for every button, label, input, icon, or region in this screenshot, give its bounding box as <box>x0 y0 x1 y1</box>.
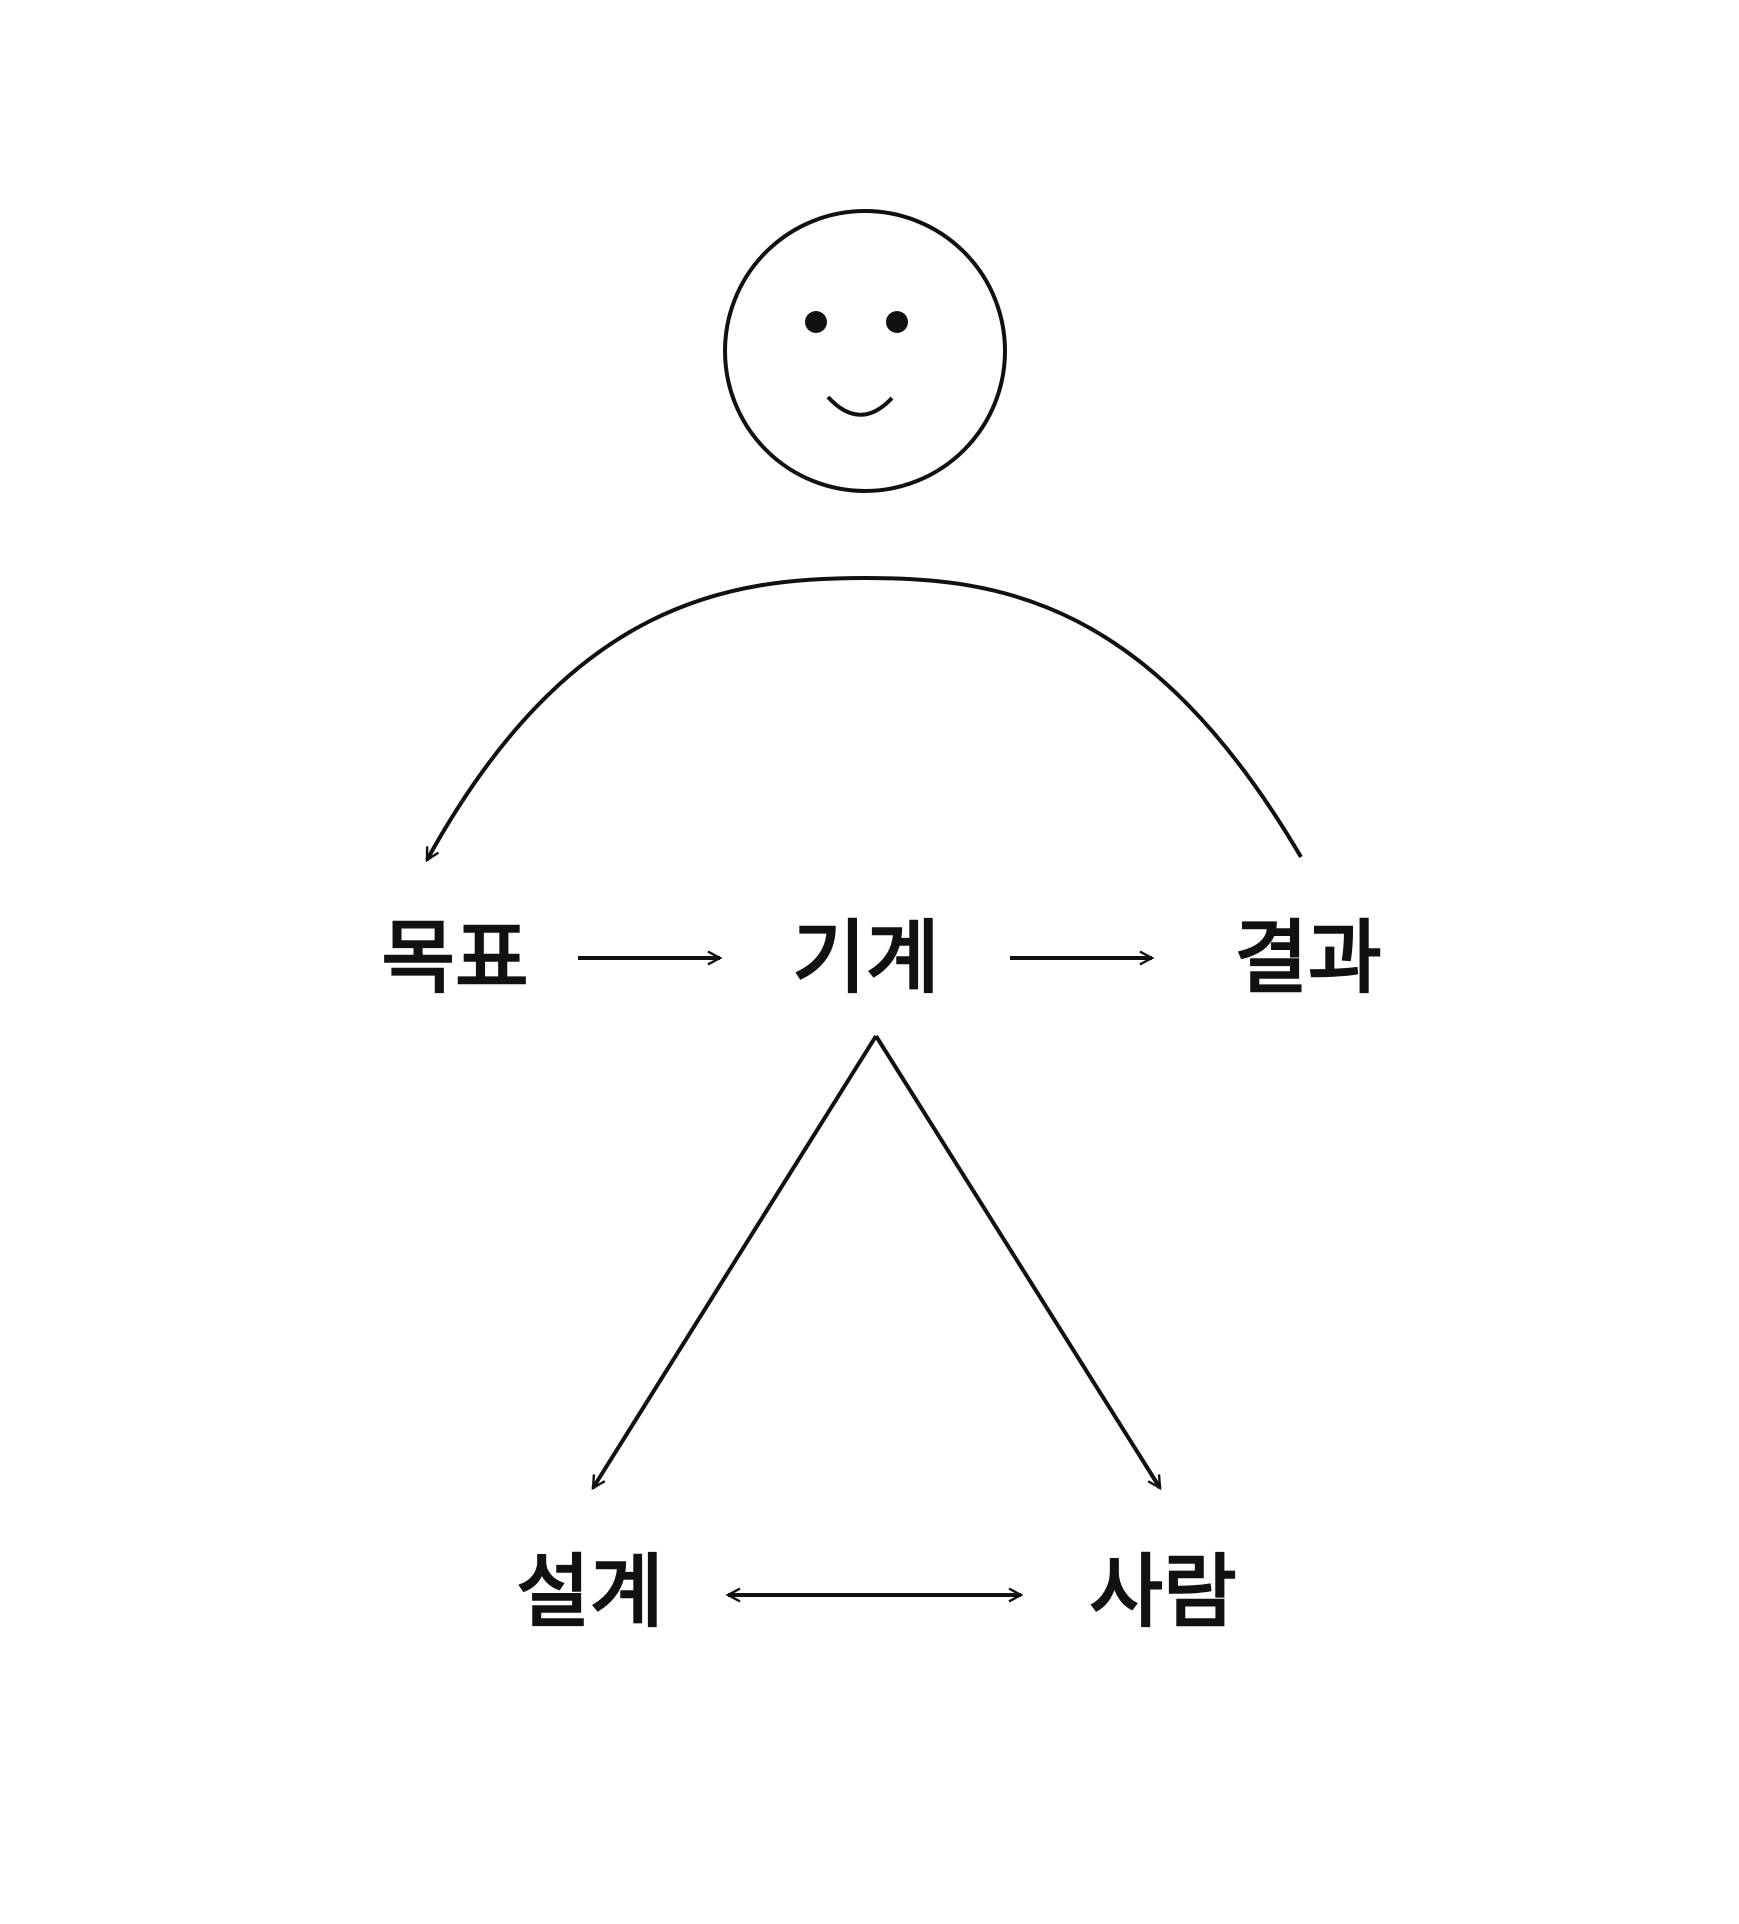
face-outline <box>723 209 1007 493</box>
node-design: 설계 <box>516 1546 663 1639</box>
feedback-arc-arrow <box>425 575 1303 860</box>
right-eye <box>886 311 908 333</box>
machine-to-person-arrow <box>874 1034 1162 1488</box>
node-result: 결과 <box>1234 912 1381 1005</box>
left-eye <box>805 311 827 333</box>
node-goal: 목표 <box>381 912 528 1005</box>
node-machine: 기계 <box>792 912 939 1005</box>
machine-to-design-arrow <box>591 1034 878 1488</box>
smile-mouth <box>826 395 894 417</box>
smiley-face-icon <box>723 209 1007 493</box>
node-person: 사람 <box>1089 1546 1236 1639</box>
